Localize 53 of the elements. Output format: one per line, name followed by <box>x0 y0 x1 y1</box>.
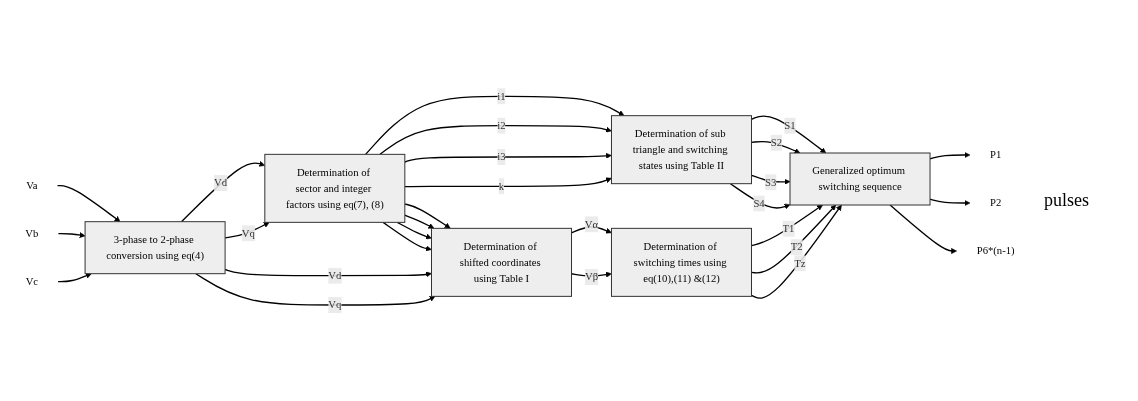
edge-label: Vd <box>214 176 228 189</box>
edge-label: S3 <box>765 176 777 188</box>
node-text: Va <box>26 179 38 191</box>
node-box: Generalized optimum switching sequence <box>789 152 931 206</box>
node-text: P6*(n-1) <box>976 244 1015 257</box>
arrow <box>364 95 625 155</box>
arrow <box>404 214 435 229</box>
node-text: Vb <box>25 227 39 239</box>
edge-label: Vd <box>328 269 342 281</box>
arrow <box>750 204 842 299</box>
arrow <box>195 272 436 306</box>
node-text: P2 <box>990 196 1002 209</box>
edge-label: Vq <box>241 227 255 239</box>
arrow <box>57 272 92 283</box>
arrow <box>404 152 612 163</box>
arrow <box>382 221 432 252</box>
edge-label: Tz <box>794 257 806 269</box>
arrow <box>729 182 791 210</box>
arrow <box>750 204 837 274</box>
arrow <box>889 204 957 254</box>
arrow <box>929 198 971 206</box>
node-box: Determination of switching times using eq(10),(11) &(12) <box>610 227 752 297</box>
edge-label: T1 <box>782 222 795 234</box>
arrow <box>224 268 432 278</box>
arrow <box>56 184 121 222</box>
edge-label: S4 <box>753 197 765 209</box>
arrow <box>57 231 86 238</box>
edge-label: S1 <box>784 119 796 131</box>
node-box: Determination of sub triangle and switching states using Table II <box>610 115 752 184</box>
edge-label: i1 <box>497 90 506 102</box>
arrow <box>224 221 270 239</box>
arrow <box>379 124 612 155</box>
arrow <box>929 151 971 160</box>
arrow <box>396 221 432 240</box>
node-text: Vc <box>25 275 39 287</box>
edge-label: Vα <box>584 218 599 230</box>
edge-label: Vq <box>328 298 342 311</box>
node-box: 3-phase to 2-phase conversion using eq(4) <box>84 221 226 274</box>
edge-label: k <box>498 180 505 192</box>
edge-label: T2 <box>790 240 803 253</box>
edge-label: i3 <box>497 150 506 163</box>
note-label: pulses <box>1044 190 1090 211</box>
arrow <box>404 177 612 188</box>
arrow <box>180 160 266 223</box>
node-box: Determination of shifted coordinates using Table I <box>431 227 572 297</box>
node-text: P1 <box>990 148 1002 161</box>
edge-label: i2 <box>497 119 506 131</box>
edge-label: Vβ <box>584 270 599 283</box>
edge-label: S2 <box>770 136 783 148</box>
arrow <box>750 204 823 247</box>
arrow <box>404 203 451 229</box>
node-box: Determination of sector and integer factors using eq(7), (8) <box>264 153 406 223</box>
arrow <box>750 174 791 185</box>
